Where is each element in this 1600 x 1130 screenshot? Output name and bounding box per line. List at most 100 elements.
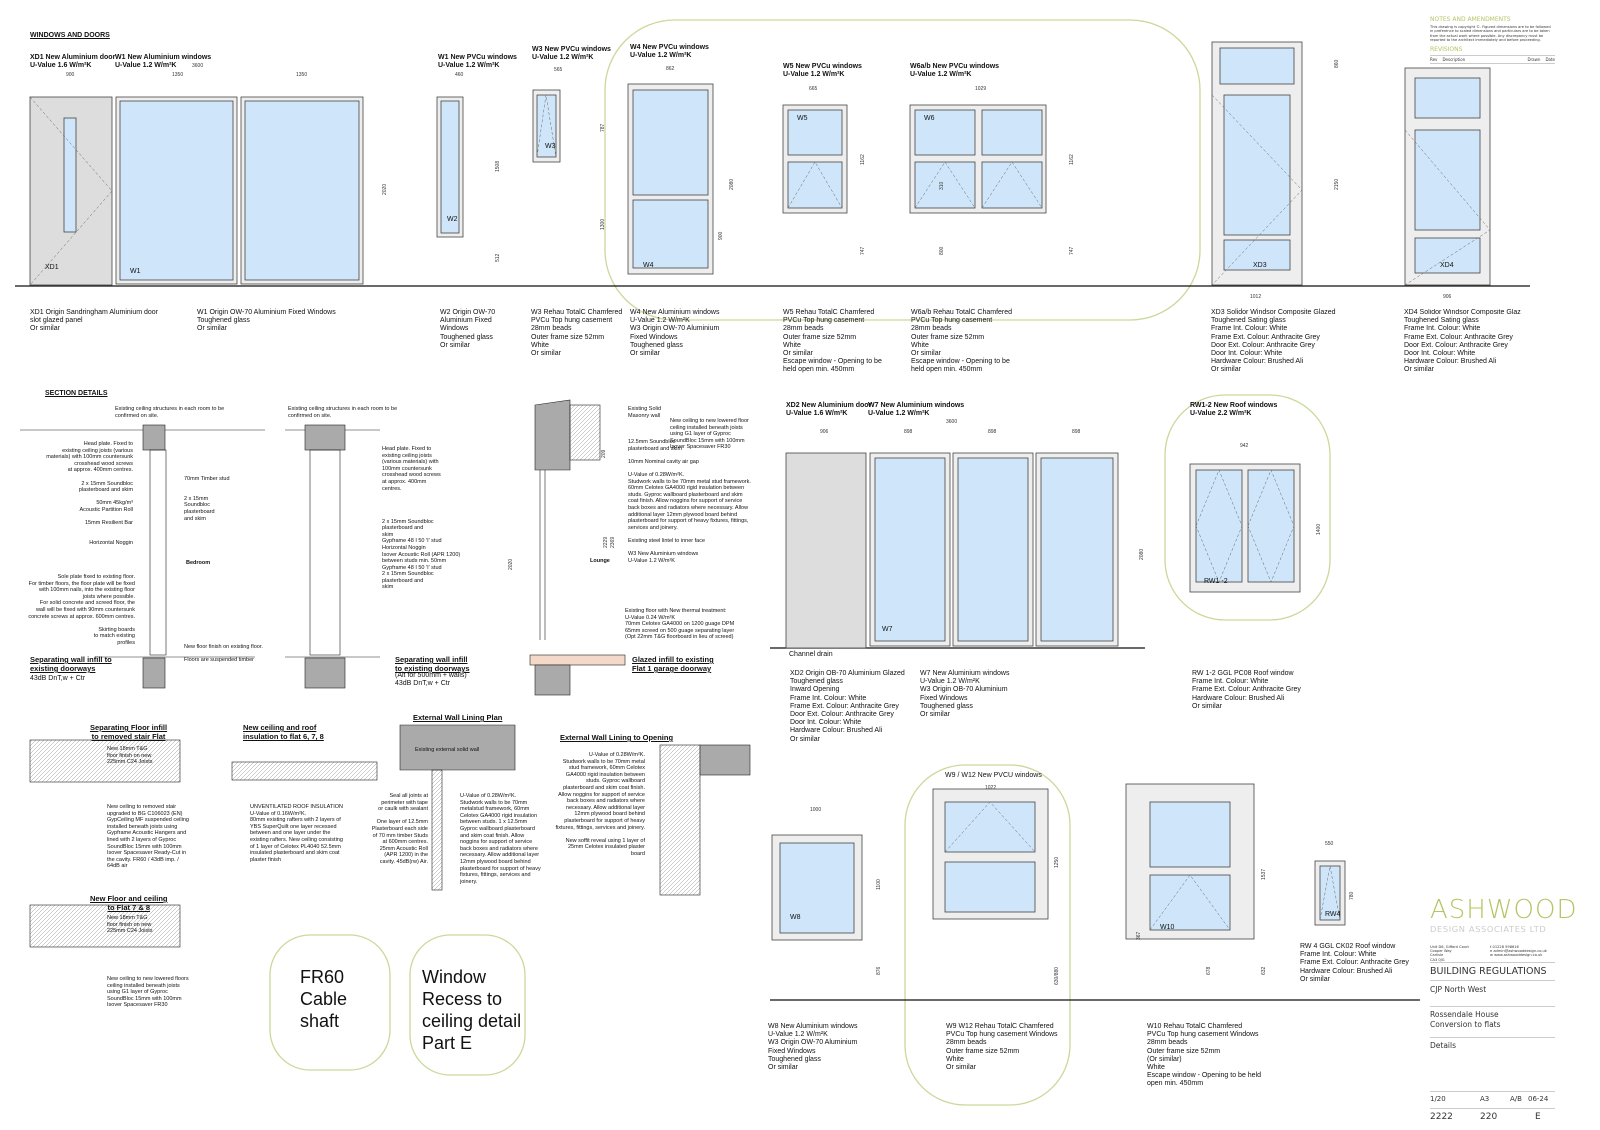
dim-label: 898 [904,429,913,435]
revision-clouds [269,19,1331,1106]
dim-label: 1508 [495,161,501,172]
dim-label: 2229 [603,537,609,548]
dim-label: 1350 [172,72,183,78]
s4-ceiling-note: New ceiling to removed stair upgraded to… [107,804,189,870]
s4-floor-note: New 18mm T&G floor finish on new 225mm C… [107,746,153,766]
drawing-info-row: 1/20 A3 A/B 06-24 [1430,1091,1555,1103]
dim-label: 1537 [1261,869,1267,880]
s6-title: External Wall Lining Plan [413,713,503,722]
s2-title: Separating wall infill to existing doorw… [395,655,470,673]
rw1-tag: RW1 -2 [1204,578,1228,585]
date-value: 06-24 [1528,1095,1549,1103]
dim-label: 1000 [810,807,821,813]
scale-value: 1/20 [1430,1095,1446,1103]
w2-tag: W2 [447,216,458,223]
w1-description: W1 Origin OW-70 Aluminium Fixed Windows … [197,309,336,333]
s1-title: Separating wall infill to existing doorw… [30,655,112,673]
section-details-heading: SECTION DETAILS [45,390,108,397]
s3-room-label: Lounge [590,558,610,564]
company-address: Unit D6, Gifford Court Cooper Way Carlis… [1430,945,1469,962]
dim-label: 2369 [610,537,616,548]
w9-description: W9 W12 Rehau TotalC Chamfered PVCu Top h… [946,1023,1058,1072]
dim-label: 900 [66,72,75,78]
client-name: CJP North West [1430,985,1487,994]
w7-description: W7 New Aluminium windows U-Value 1.2 W/m… [920,670,1010,719]
dim-label: 787 [600,123,606,132]
s1-sole-plate-note: Sole plate fixed to existing floor. For … [28,574,135,646]
company-logo: ASHWOOD [1430,895,1578,925]
dim-label: 565 [554,67,563,73]
dim-label: 632 [1261,966,1267,975]
s8-ceiling-note: New ceiling to new lowered floors ceilin… [107,976,189,1009]
dim-label: 665 [809,86,818,92]
dim-label: 906 [820,429,829,435]
s1-floor-note: New floor finish on existing floor. Floo… [184,644,263,664]
dimension-labels: 900 1350 1350 3600 460 565 862 665 1029 … [66,59,1452,985]
w4-description: W4 New Aluminium windows U-Value 1.2 W/m… [630,309,720,358]
fr60-cable-shaft-note: FR60 Cable shaft [300,967,348,1031]
revision-cloud [604,19,1201,321]
w9-heading: W9 / W12 New PVCU windows [945,772,1042,779]
s6-left-notes: Seal all joints at perimeter with tape o… [371,793,428,865]
s3-ceiling-note: New ceiling to new lowered floor ceiling… [670,418,749,451]
dim-label: 678 [1206,966,1212,975]
rw1-heading: RW1-2 New Roof windows U-Value 2.2 W/m²K [1190,402,1278,418]
dim-label: 1250 [1054,857,1060,868]
s2-ceiling-note: Existing ceiling structures in each room… [288,406,398,419]
dim-label: 1100 [876,879,882,890]
company-contact: t 01228 598616 e admin@ashwooddesign.co.… [1490,945,1547,958]
drawing-number: 220 [1480,1112,1498,1122]
date-col: Date [1545,57,1555,62]
project-name: Rossendale House Conversion to flats [1430,1006,1555,1030]
s8-title: New Floor and ceiling to Flat 7 & 8 [90,894,168,912]
drawn-col: Drawn [1527,57,1541,62]
dim-label: 630/880 [1054,967,1060,985]
revision-cloud [409,934,526,1076]
w6-description: W6a/b Rehau TotalC Chamfered PVCu Top hu… [911,309,1013,374]
xd2-description: XD2 Origin OB-70 Aluminium Glazed Toughe… [790,670,905,743]
w2-heading: W1 New PVCu windows U-Value 1.2 W/m²K [438,54,517,70]
w5-tag: W5 [797,115,808,122]
w7-tag: W7 [882,626,893,633]
dim-label: 898 [1072,429,1081,435]
xd3-tag: XD3 [1253,262,1267,269]
revisions-heading: REVISIONS [1430,46,1463,53]
w6-heading: W6a/b New PVCu windows U-Value 1.2 W/m²K [910,63,1000,79]
dim-label: 3600 [946,419,957,425]
s3-title: Glazed infill to existing Flat 1 garage … [632,655,714,673]
dim-label: 1162 [1069,154,1075,165]
windows-elevations [29,41,1491,941]
dim-label: 800 [939,246,945,255]
s7-title: External Wall Lining to Opening [560,733,674,742]
w3-tag: W3 [545,143,556,150]
xd4-description: XD4 Solidor Windsor Composite Glaz Tough… [1404,309,1521,374]
s5-notes: UNVENTILATED ROOF INSULATION U-Value of … [250,804,344,863]
s1-rating: 43dB DnT,w + Ctr [30,675,86,682]
dim-label: 512 [495,253,501,262]
w3-description: W3 Rehau TotalC Chamfered PVCu Top hung … [531,309,623,358]
opening-indicators [29,94,1491,931]
dim-label: 2080 [729,179,735,190]
s5-title: New ceiling and roof insulation to flat … [243,723,324,741]
dim-label: 209 [601,449,607,458]
dim-label: 1029 [975,86,986,92]
s3-floor-note: Existing floor with New thermal treatmen… [625,608,735,641]
s3-notes: Existing Solid Masonry wall 12.5mm Sound… [628,406,751,564]
section-linework [20,399,751,948]
s2-rating: 43dB DnT,w + Ctr [395,680,451,687]
dim-label: 1012 [1250,294,1261,300]
w1-heading: W1 New Aluminium windows U-Value 1.2 W/m… [115,54,212,70]
xd4-tag: XD4 [1440,262,1454,269]
dim-label: 900 [718,231,724,240]
revisions-table-header: Rev Description Drawn Date [1430,55,1555,64]
notes-heading: NOTES AND AMENDMENTS [1430,16,1511,23]
project-number: 2222 [1430,1112,1453,1122]
dim-label: 460 [455,72,464,78]
w10-description: W10 Rehau TotalC Chamfered PVCu Top hung… [1147,1023,1262,1088]
dim-label: 550 [1325,841,1334,847]
drawing-number-row: 2222 220 E [1430,1108,1555,1122]
dim-label: 862 [666,66,675,72]
s1-right-notes: 70mm Timber stud 2 x 15mm Soundbloc plas… [184,476,230,522]
s1-ceiling-note: Existing ceiling structures in each room… [115,406,225,419]
